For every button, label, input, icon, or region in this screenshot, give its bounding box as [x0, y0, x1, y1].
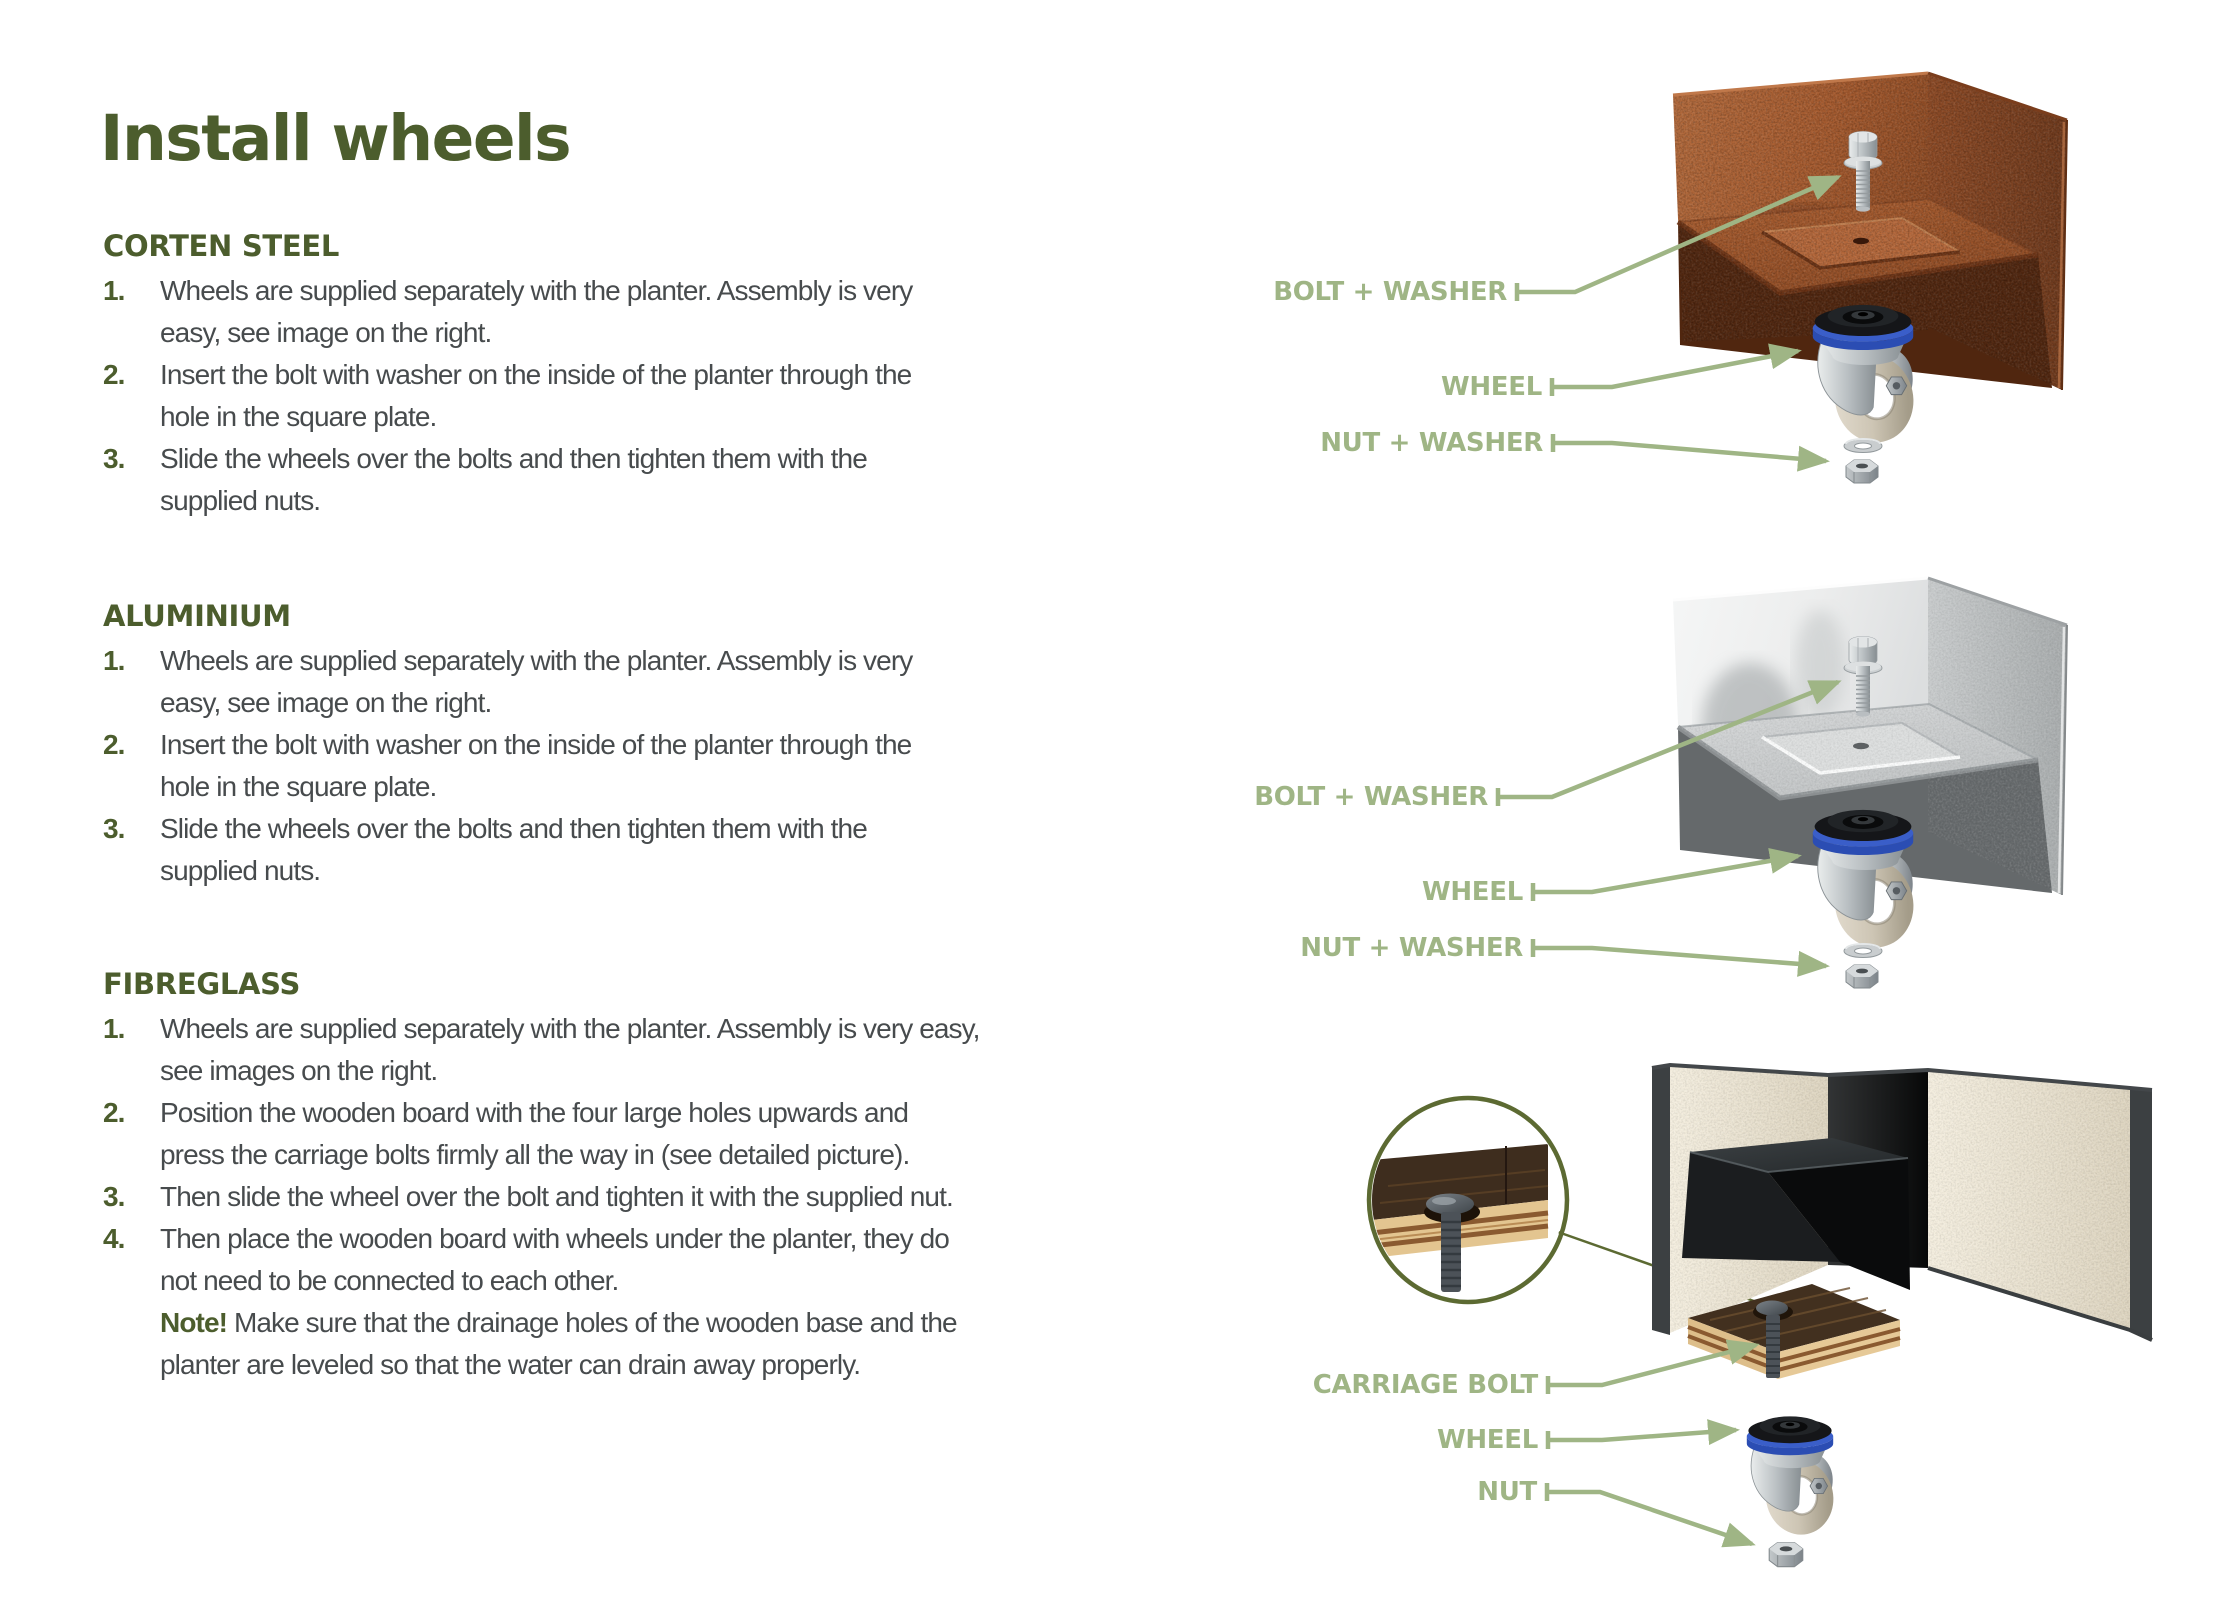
item-text: Slide the wheels over the bolts and then…: [160, 813, 868, 886]
item-number: 1.: [103, 1013, 125, 1044]
callout-label-corten-wheel: WHEEL: [1440, 372, 1542, 402]
leader-line-aluminium-wheel: [1533, 848, 1802, 895]
list-item: 1. Wheels are supplied separately with t…: [103, 270, 1223, 354]
item-note: Note! Make sure that the drainage holes …: [160, 1302, 958, 1386]
caster-wheel-part: [1811, 808, 1923, 957]
callout-label-aluminium-bolt-washer: BOLT + WASHER: [1254, 782, 1488, 812]
leader-line-corten-wheel: [1552, 343, 1802, 390]
nut-part: [1845, 964, 1879, 989]
caster-wheel-part: [1811, 303, 1923, 452]
list-item: 4. Then place the wooden board with whee…: [103, 1218, 1223, 1386]
callout-label-corten-nut-washer: NUT + WASHER: [1320, 428, 1543, 458]
item-text: Position the wooden board with the four …: [160, 1097, 910, 1170]
list-item: 3. Slide the wheels over the bolts and t…: [103, 438, 1223, 522]
steps-aluminium: 1. Wheels are supplied separately with t…: [103, 640, 1223, 892]
nut-part: [1845, 459, 1879, 484]
item-text: Wheels are supplied separately with the …: [160, 1013, 980, 1086]
steps-fibreglass: 1. Wheels are supplied separately with t…: [103, 1008, 1223, 1386]
leader-line-fibreglass-nut: [1547, 1489, 1756, 1548]
item-number: 2.: [103, 1097, 125, 1128]
note-text: Make sure that the drainage holes of the…: [160, 1307, 958, 1380]
corten-steel-illustration: [1672, 71, 2068, 484]
leader-line-corten-bolt: [1517, 174, 1842, 295]
item-text: Then slide the wheel over the bolt and t…: [160, 1181, 954, 1212]
detail-inset-circle: [1366, 1095, 1570, 1305]
note-label: Note!: [160, 1307, 228, 1338]
plate-hole: [1853, 237, 1869, 245]
section-heading-fibreglass: FIBREGLASS: [103, 967, 301, 1001]
list-item: 1. Wheels are supplied separately with t…: [103, 640, 1223, 724]
item-text-main: Then place the wooden board with wheels …: [160, 1223, 950, 1296]
item-number: 3.: [103, 813, 125, 844]
callout-label-aluminium-wheel: WHEEL: [1421, 877, 1523, 907]
item-text: Wheels are supplied separately with the …: [160, 275, 913, 348]
leader-line-fibreglass-bolt: [1548, 1339, 1760, 1388]
list-item: 1. Wheels are supplied separately with t…: [103, 1008, 1223, 1092]
page-title: Install wheels: [100, 102, 572, 175]
item-text: Insert the bolt with washer on the insid…: [160, 359, 912, 432]
plate-hole: [1853, 742, 1869, 750]
washer-part: [1843, 438, 1883, 454]
list-item: 2. Insert the bolt with washer on the in…: [103, 354, 1223, 438]
callout-label-fibreglass-wheel: WHEEL: [1436, 1425, 1538, 1455]
caster-wheel-part: [1745, 1415, 1842, 1543]
steps-corten-steel: 1. Wheels are supplied separately with t…: [103, 270, 1223, 522]
carriage-bolt-head: [1756, 1300, 1788, 1316]
list-item: 3. Slide the wheels over the bolts and t…: [103, 808, 1223, 892]
callout-label-aluminium-nut-washer: NUT + WASHER: [1300, 933, 1523, 963]
fibreglass-illustration: [1366, 1062, 2153, 1568]
list-item: 3. Then slide the wheel over the bolt an…: [103, 1176, 1223, 1218]
washer-part: [1843, 943, 1883, 959]
nut-part: [1768, 1541, 1804, 1568]
item-text: Slide the wheels over the bolts and then…: [160, 443, 868, 516]
aluminium-illustration: [1672, 576, 2068, 989]
item-text: Wheels are supplied separately with the …: [160, 645, 913, 718]
leader-line-aluminium-bolt: [1498, 679, 1842, 800]
item-number: 1.: [103, 275, 125, 306]
item-number: 4.: [103, 1223, 125, 1254]
leader-line-fibreglass-wheel: [1548, 1419, 1740, 1446]
list-item: 2. Position the wooden board with the fo…: [103, 1092, 1223, 1176]
callout-label-fibreglass-carriage-bolt: CARRIAGE BOLT: [1312, 1370, 1539, 1400]
section-heading-corten-steel: CORTEN STEEL: [103, 229, 340, 263]
item-number: 3.: [103, 1181, 125, 1212]
section-heading-aluminium: ALUMINIUM: [103, 599, 291, 633]
item-number: 1.: [103, 645, 125, 676]
callout-label-corten-bolt-washer: BOLT + WASHER: [1273, 277, 1507, 307]
item-number: 2.: [103, 729, 125, 760]
item-number: 3.: [103, 443, 125, 474]
leader-line-corten-nut: [1553, 440, 1830, 472]
detail-inset-content: [1372, 1101, 1564, 1299]
item-text: Then place the wooden board with wheels …: [160, 1218, 958, 1386]
leader-line-aluminium-nut: [1533, 945, 1830, 977]
leader-lines: [1495, 174, 1842, 1548]
item-text: Insert the bolt with washer on the insid…: [160, 729, 912, 802]
item-number: 2.: [103, 359, 125, 390]
callout-label-fibreglass-nut: NUT: [1477, 1477, 1537, 1507]
list-item: 2. Insert the bolt with washer on the in…: [103, 724, 1223, 808]
